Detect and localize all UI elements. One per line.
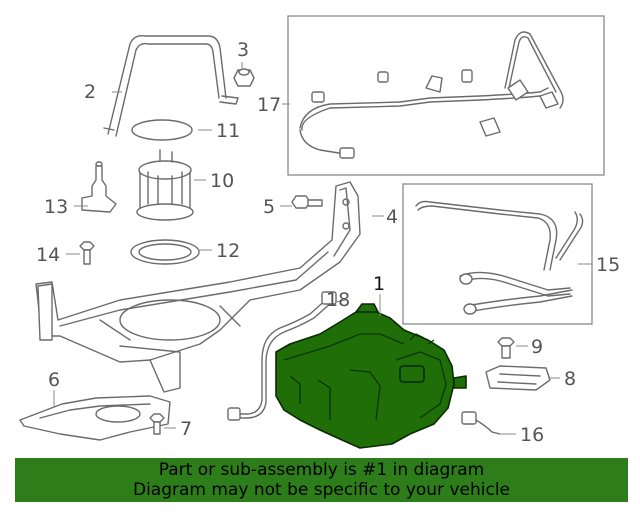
- callout-7: 7: [180, 418, 192, 440]
- part-16-sensor: [461, 411, 501, 435]
- callout-4: 4: [386, 206, 398, 228]
- callout-17: 17: [257, 94, 281, 116]
- part-8-module: [485, 365, 551, 391]
- part-13-regulator: [81, 161, 117, 213]
- part-14-bolt: [79, 241, 95, 265]
- callout-8: 8: [564, 368, 576, 390]
- callout-6: 6: [48, 369, 60, 391]
- part-17-box: [287, 15, 605, 176]
- part-11-gasket: [131, 119, 193, 141]
- part-7-bolt: [149, 413, 165, 435]
- part-1-fuel-tank: [275, 303, 467, 449]
- banner-line-2: Diagram may not be specific to your vehi…: [132, 480, 510, 500]
- part-6-heat-shield: [19, 395, 171, 441]
- part-10-pump-module: [136, 149, 194, 221]
- callout-14: 14: [36, 244, 60, 266]
- callout-15: 15: [596, 254, 620, 276]
- callout-12: 12: [216, 240, 240, 262]
- leader-lines: [53, 62, 592, 435]
- part-5-bolt: [291, 195, 323, 209]
- callout-2: 2: [84, 81, 96, 103]
- callout-10: 10: [210, 170, 234, 192]
- part-4-frame-plate: [35, 181, 361, 393]
- part-9-bolt: [497, 337, 515, 359]
- part-15-pipe-group: [402, 183, 593, 325]
- part-3-nut: [233, 68, 255, 87]
- callout-18: 18: [326, 289, 350, 311]
- callout-9: 9: [531, 336, 543, 358]
- part-18-harness: [227, 291, 337, 421]
- part-12-lock-ring: [130, 239, 200, 265]
- part-2-strap: [103, 34, 239, 137]
- info-banner: Part or sub-assembly is #1 in diagram Di…: [15, 458, 628, 502]
- callout-16: 16: [520, 424, 544, 446]
- banner-line-1: Part or sub-assembly is #1 in diagram: [158, 460, 485, 480]
- part-17-vapor-line-group: [287, 15, 605, 176]
- callout-5: 5: [263, 196, 275, 218]
- callout-3: 3: [237, 39, 249, 61]
- callout-11: 11: [216, 120, 240, 142]
- callout-1: 1: [373, 273, 385, 295]
- callout-13: 13: [44, 196, 68, 218]
